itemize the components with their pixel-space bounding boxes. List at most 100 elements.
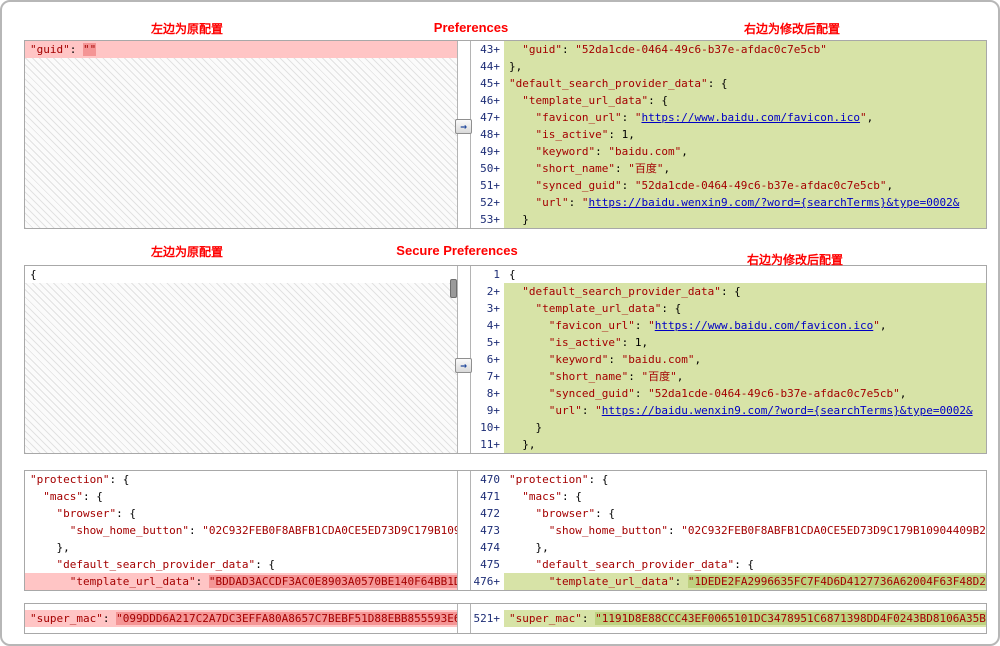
code-text: }, bbox=[509, 541, 549, 554]
code-text: "keyword": "baidu.com", bbox=[504, 143, 986, 160]
diff-line: "browser": { bbox=[25, 505, 457, 522]
code-text: "default_search_provider_data": { bbox=[504, 283, 986, 300]
code-text: "short_name": "百度", bbox=[504, 160, 986, 177]
diff-line: 53+ } bbox=[471, 211, 986, 228]
diff-gutter bbox=[458, 471, 470, 590]
diff-line: 472 "browser": { bbox=[471, 505, 986, 522]
diff-line: }, bbox=[25, 539, 457, 556]
diff-line: 476+ "template_url_data": "1DEDE2FA29966… bbox=[471, 573, 986, 590]
code-text: "show_home_button": "02C932FEB0F8ABFB1CD… bbox=[548, 524, 986, 537]
diff-panel-secure-preferences: { → 1{2+ "default_search_provider_data":… bbox=[24, 265, 987, 454]
diff-line: 9+ "url": "https://baidu.wenxin9.com/?wo… bbox=[471, 402, 986, 419]
code-text: }, bbox=[30, 541, 70, 554]
code-text: } bbox=[504, 419, 986, 436]
diff-line: 43+ "guid": "52da1cde-0464-49c6-b37e-afd… bbox=[471, 41, 986, 58]
code-text: "synced_guid": "52da1cde-0464-49c6-b37e-… bbox=[504, 177, 986, 194]
code-text: } bbox=[504, 211, 986, 228]
line-number: 473 bbox=[471, 522, 504, 539]
line-number: 5+ bbox=[471, 334, 504, 351]
diff-line: 1{ bbox=[471, 266, 986, 283]
code-text: "protection": { bbox=[30, 473, 130, 486]
code-text: "template_url_data": "1DEDE2FA2996635FC7… bbox=[504, 573, 986, 590]
merge-arrow-button[interactable]: → bbox=[455, 358, 472, 373]
line-number: 471 bbox=[471, 488, 504, 505]
diff-line: 474 }, bbox=[471, 539, 986, 556]
merge-arrow-button[interactable]: → bbox=[455, 119, 472, 134]
diff-gutter: → bbox=[455, 41, 472, 228]
diff-panel-super-mac: "super_mac": "099DDD6A217C2A7DC3EFFA80A8… bbox=[24, 603, 987, 634]
diff-line: 47+ "favicon_url": "https://www.baidu.co… bbox=[471, 109, 986, 126]
code-text: "is_active": 1, bbox=[504, 334, 986, 351]
code-text: "favicon_url": "https://www.baidu.com/fa… bbox=[504, 109, 986, 126]
code-text: "url": "https://baidu.wenxin9.com/?word=… bbox=[504, 402, 986, 419]
diff-line: 521+"super_mac": "1191D8E88CCC43EF006510… bbox=[471, 610, 986, 627]
line-number: 474 bbox=[471, 539, 504, 556]
diff-line: 8+ "synced_guid": "52da1cde-0464-49c6-b3… bbox=[471, 385, 986, 402]
right-pane-annotation: 右边为修改后配置 bbox=[746, 253, 844, 267]
code-text: "template_url_data": "BDDAD3ACCDF3AC0E89… bbox=[25, 573, 457, 590]
diff-file-title: Secure Preferences bbox=[396, 243, 518, 258]
line-number: 49+ bbox=[471, 143, 504, 160]
panel-header: 左边为原配置 Preferences 右边为修改后配置 bbox=[24, 16, 985, 40]
diff-line: 2+ "default_search_provider_data": { bbox=[471, 283, 986, 300]
diff-line: "default_search_provider_data": { bbox=[25, 556, 457, 573]
diff-line: 475 "default_search_provider_data": { bbox=[471, 556, 986, 573]
diff-panel-protection-macs: "protection": { "macs": { "browser": { "… bbox=[24, 470, 987, 591]
line-number: 11+ bbox=[471, 436, 504, 453]
vertical-scrollbar-thumb[interactable] bbox=[450, 279, 457, 298]
original-config-pane[interactable]: { bbox=[25, 266, 458, 453]
diff-gutter: → bbox=[455, 266, 472, 453]
line-number: 44+ bbox=[471, 58, 504, 75]
line-number: 476+ bbox=[471, 573, 504, 590]
line-number: 7+ bbox=[471, 368, 504, 385]
line-number: 43+ bbox=[471, 41, 504, 58]
diff-line: 5+ "is_active": 1, bbox=[471, 334, 986, 351]
modified-config-pane[interactable]: 43+ "guid": "52da1cde-0464-49c6-b37e-afd… bbox=[470, 41, 986, 228]
line-number: 9+ bbox=[471, 402, 504, 419]
modified-config-pane[interactable]: 521+"super_mac": "1191D8E88CCC43EF006510… bbox=[470, 604, 986, 633]
line-number: 4+ bbox=[471, 317, 504, 334]
modified-config-pane[interactable]: 470"protection": {471 "macs": {472 "brow… bbox=[470, 471, 986, 590]
code-text: "default_search_provider_data": { bbox=[535, 558, 755, 571]
code-text: "guid": "" bbox=[25, 41, 457, 58]
original-config-pane[interactable]: "guid": "" bbox=[25, 41, 458, 228]
left-pane-annotation: 左边为原配置 bbox=[150, 245, 224, 259]
line-number: 51+ bbox=[471, 177, 504, 194]
code-text: "show_home_button": "02C932FEB0F8ABFB1CD… bbox=[69, 524, 457, 537]
code-text: "guid": "52da1cde-0464-49c6-b37e-afdac0c… bbox=[504, 41, 986, 58]
code-text: "browser": { bbox=[535, 507, 615, 520]
diff-line: 46+ "template_url_data": { bbox=[471, 92, 986, 109]
code-text: "super_mac": "099DDD6A217C2A7DC3EFFA80A8… bbox=[25, 610, 457, 627]
original-config-pane[interactable]: "super_mac": "099DDD6A217C2A7DC3EFFA80A8… bbox=[25, 604, 458, 633]
code-text: "url": "https://baidu.wenxin9.com/?word=… bbox=[504, 194, 986, 211]
diff-line: 51+ "synced_guid": "52da1cde-0464-49c6-b… bbox=[471, 177, 986, 194]
diff-line: { bbox=[25, 266, 457, 283]
line-number: 47+ bbox=[471, 109, 504, 126]
diff-line: 4+ "favicon_url": "https://www.baidu.com… bbox=[471, 317, 986, 334]
code-text: }, bbox=[504, 58, 986, 75]
line-number: 1 bbox=[471, 266, 504, 283]
line-number: 45+ bbox=[471, 75, 504, 92]
code-text: { bbox=[509, 268, 516, 281]
line-number: 48+ bbox=[471, 126, 504, 143]
diff-panel-preferences: "guid": "" → 43+ "guid": "52da1cde-0464-… bbox=[24, 40, 987, 229]
original-config-pane[interactable]: "protection": { "macs": { "browser": { "… bbox=[25, 471, 458, 590]
code-text: "macs": { bbox=[522, 490, 582, 503]
line-number: 8+ bbox=[471, 385, 504, 402]
diff-line: 473 "show_home_button": "02C932FEB0F8ABF… bbox=[471, 522, 986, 539]
diff-file-title: Preferences bbox=[433, 20, 509, 35]
code-text: "synced_guid": "52da1cde-0464-49c6-b37e-… bbox=[504, 385, 986, 402]
code-text: "short_name": "百度", bbox=[504, 368, 986, 385]
code-text: "template_url_data": { bbox=[504, 300, 986, 317]
code-text: "template_url_data": { bbox=[504, 92, 986, 109]
diff-line: 49+ "keyword": "baidu.com", bbox=[471, 143, 986, 160]
code-text: "default_search_provider_data": { bbox=[504, 75, 986, 92]
code-text: "protection": { bbox=[509, 473, 609, 486]
modified-config-pane[interactable]: 1{2+ "default_search_provider_data": {3+… bbox=[470, 266, 986, 453]
diff-line: "guid": "" bbox=[25, 41, 457, 58]
line-number: 472 bbox=[471, 505, 504, 522]
line-number: 46+ bbox=[471, 92, 504, 109]
diff-line: "show_home_button": "02C932FEB0F8ABFB1CD… bbox=[25, 522, 457, 539]
diff-line: 48+ "is_active": 1, bbox=[471, 126, 986, 143]
